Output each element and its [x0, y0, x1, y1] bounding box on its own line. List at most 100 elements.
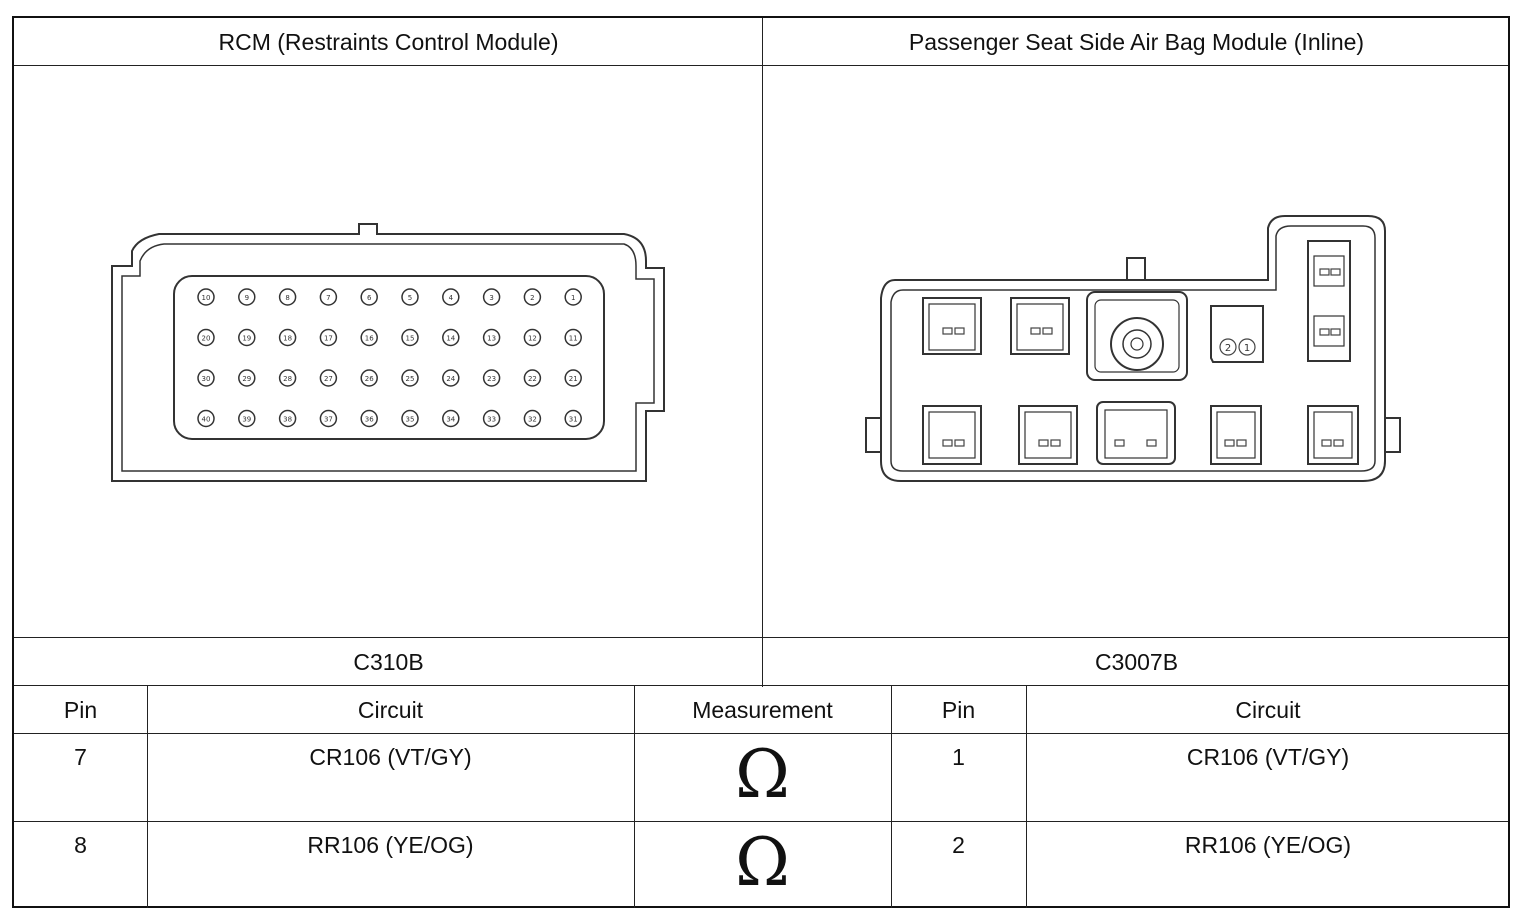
header-divider [14, 65, 1508, 66]
rcm-pin-label: 10 [202, 294, 211, 302]
rcm-pin [360, 369, 378, 387]
right-connector-id: C3007B [1094, 648, 1179, 675]
inline-diagram-panel: 2 1 [763, 66, 1510, 638]
table-row-2-circuit-b: RR106 (YE/OG) [1184, 832, 1352, 858]
inline-small-block [1210, 305, 1264, 363]
rcm-pin [360, 409, 378, 428]
rcm-pin [442, 288, 460, 306]
rcm-pin-label: 32 [528, 416, 537, 424]
rcm-pin [442, 409, 460, 428]
rcm-pin-label: 37 [324, 416, 333, 424]
rcm-pin [401, 369, 419, 387]
rcm-pin [197, 288, 215, 306]
rcm-pin-field [173, 275, 605, 440]
col-header-pin-b: Pin [941, 696, 976, 723]
rcm-pin-label: 31 [569, 416, 578, 424]
rcm-pin [319, 369, 338, 387]
rcm-pin-label: 5 [408, 294, 412, 302]
inline-pin-2-circle [1219, 338, 1237, 356]
rcm-pin [482, 369, 501, 387]
rcm-pin [319, 288, 338, 306]
inline-coax-housing [1086, 291, 1188, 381]
rcm-pin-label: 17 [324, 335, 333, 343]
table-row-1-circuit-a: CR106 (VT/GY) [309, 744, 472, 770]
table-row-1-pin-a: 7 [74, 744, 87, 770]
rcm-pin-label: 15 [406, 335, 415, 343]
rcm-pin-label: 39 [242, 416, 251, 424]
rcm-pin [523, 409, 542, 428]
inline-right-module [1307, 240, 1351, 362]
inline-pin-2-label: 2 [1225, 343, 1231, 354]
rcm-pin [482, 409, 501, 428]
rcm-pin-label: 25 [406, 375, 415, 383]
rcm-pin [482, 288, 501, 306]
rcm-pin [401, 328, 419, 347]
col-header-circuit-b: Circuit [1235, 696, 1301, 723]
inline-outer-housing [880, 215, 1386, 482]
rcm-pin-label: 2 [530, 294, 534, 302]
rcm-pin [278, 328, 297, 347]
rcm-pin [360, 288, 378, 306]
rcm-pin-label: 26 [365, 375, 374, 383]
rcm-pin [401, 288, 419, 306]
rcm-pin [197, 369, 215, 387]
center-divider [762, 18, 763, 687]
rcm-pin [197, 409, 215, 428]
rcm-pin [523, 288, 542, 306]
inline-connector-diagram: 2 1 [865, 215, 1401, 482]
rcm-pin [278, 288, 297, 306]
rcm-pin [238, 409, 256, 428]
rcm-pin [442, 328, 460, 347]
table-row-2-pin-a: 8 [74, 832, 87, 858]
diagram-bottom-divider [14, 637, 1508, 638]
rcm-pin [564, 409, 582, 428]
rcm-pin-label: 14 [446, 335, 455, 343]
rcm-pin-label: 30 [202, 375, 211, 383]
rcm-pin-label: 40 [202, 416, 211, 424]
col-header-circuit-a: Circuit [357, 696, 424, 723]
rcm-pin-label: 9 [245, 294, 249, 302]
table-row-2-pin-b: 2 [952, 832, 965, 858]
rcm-pin-label: 6 [367, 294, 372, 302]
rcm-pin-label: 16 [365, 335, 374, 343]
rcm-pin-label: 35 [406, 416, 415, 424]
rcm-pin-label: 28 [283, 375, 292, 383]
rcm-pin [238, 369, 256, 387]
rcm-pin [482, 328, 501, 347]
inline-top-tab [1126, 257, 1146, 281]
inline-terminal-lower-5 [1307, 405, 1359, 465]
rcm-pin [197, 328, 215, 347]
rcm-pin-label: 20 [202, 335, 211, 343]
col-header-measurement: Measurement [692, 696, 833, 723]
rcm-pin [319, 328, 338, 347]
inline-terminal-upper-1 [922, 297, 982, 355]
right-module-title: Passenger Seat Side Air Bag Module (Inli… [908, 28, 1365, 55]
rcm-pin [238, 328, 256, 347]
inline-terminal-lower-4 [1210, 405, 1262, 465]
table-row-2-circuit-a: RR106 (YE/OG) [307, 832, 474, 858]
rcm-pin-label: 21 [569, 375, 578, 383]
table-row-1-circuit-b: CR106 (VT/GY) [1186, 744, 1350, 770]
left-connector-id: C310B [353, 648, 424, 675]
inline-inner-housing [890, 225, 1376, 472]
rcm-pin-label: 27 [324, 375, 333, 383]
rcm-pin-label: 4 [449, 294, 454, 302]
rcm-pin-label: 1 [571, 294, 575, 302]
rcm-pin-label: 22 [528, 375, 537, 383]
table-row-2-ohm-icon: Ω [735, 824, 790, 901]
rcm-pin-label: 13 [487, 335, 496, 343]
rcm-pin-label: 23 [487, 375, 496, 383]
table-row-1-ohm-icon: Ω [735, 736, 790, 813]
inline-terminal-upper-2 [1010, 297, 1070, 355]
rcm-pin-label: 29 [242, 375, 251, 383]
rcm-pin-label: 38 [283, 416, 292, 424]
rcm-pin-label: 33 [487, 416, 496, 424]
connector-row-divider [14, 685, 1508, 686]
rcm-pin [442, 369, 460, 387]
rcm-pin-label: 19 [242, 335, 251, 343]
rcm-pin [360, 328, 378, 347]
rcm-pin [564, 369, 582, 387]
